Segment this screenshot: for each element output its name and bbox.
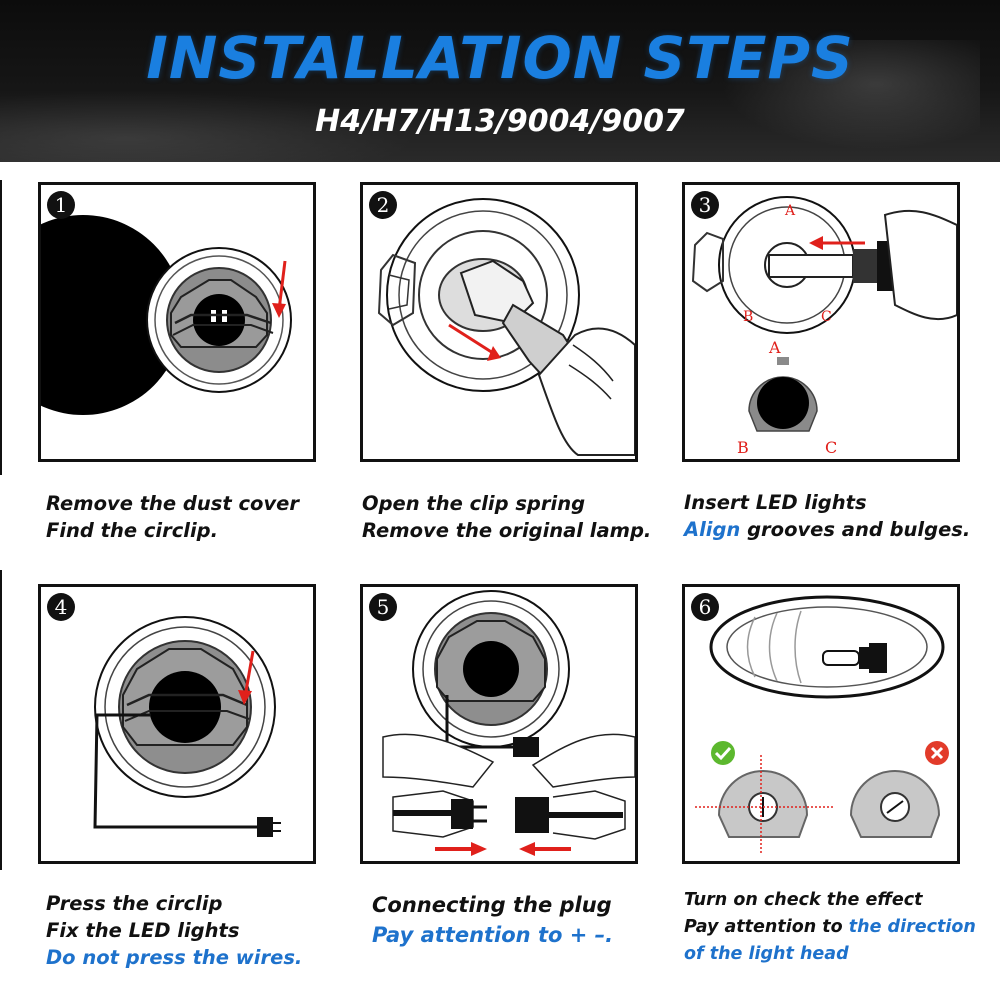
step-number-badge: 5 bbox=[369, 593, 397, 621]
step-number-badge: 6 bbox=[691, 593, 719, 621]
step-3-panel: 3 A B C A B C bbox=[682, 182, 960, 462]
caption-highlight: Do not press the wires. bbox=[46, 946, 303, 969]
label-b: B bbox=[743, 309, 753, 325]
label-b: B bbox=[737, 438, 749, 457]
step-number-badge: 1 bbox=[47, 191, 75, 219]
step-2-caption: Open the clip spring Remove the original… bbox=[362, 490, 651, 544]
step-3-caption: Insert LED lights Align grooves and bulg… bbox=[684, 489, 970, 543]
step-number-badge: 4 bbox=[47, 593, 75, 621]
caption-line: Align grooves and bulges. bbox=[684, 516, 970, 543]
caption-line: Remove the original lamp. bbox=[362, 519, 652, 542]
step-4-caption: Press the circlip Fix the LED lights Do … bbox=[46, 890, 302, 971]
step-6-caption: Turn on check the effect Pay attention t… bbox=[684, 887, 976, 968]
light-streak bbox=[0, 90, 420, 162]
caption-highlight: the direction bbox=[848, 917, 976, 937]
step-4-panel: 4 bbox=[38, 584, 316, 864]
check-icon bbox=[711, 741, 735, 765]
caption-line: Press the circlip bbox=[46, 892, 223, 915]
page-title: INSTALLATION STEPS bbox=[146, 24, 854, 92]
step-4-illustration bbox=[93, 616, 281, 837]
header-banner: INSTALLATION STEPS H4/H7/H13/9004/9007 bbox=[0, 0, 1000, 162]
step-5-panel: 5 bbox=[360, 584, 638, 864]
step-5-illustration bbox=[382, 590, 635, 856]
caption-text: Pay attention to bbox=[684, 917, 849, 937]
caption-line: Find the circlip. bbox=[46, 519, 219, 542]
caption-line: Pay attention to the direction bbox=[684, 914, 976, 941]
caption-highlight: of the light head bbox=[684, 944, 849, 964]
caption-highlight: Align bbox=[684, 518, 741, 541]
step-5-caption: Connecting the plug Pay attention to + –… bbox=[372, 890, 613, 950]
page-subtitle: H4/H7/H13/9004/9007 bbox=[315, 104, 685, 139]
step-number-badge: 3 bbox=[691, 191, 719, 219]
caption-line: Insert LED lights bbox=[684, 491, 867, 514]
label-a: A bbox=[768, 338, 781, 357]
cross-icon bbox=[925, 741, 949, 765]
caption-text: grooves and bulges. bbox=[740, 518, 971, 541]
step-1-illustration bbox=[41, 215, 292, 415]
step-1-caption: Remove the dust cover Find the circlip. bbox=[46, 490, 299, 544]
step-2-illustration bbox=[377, 198, 635, 456]
label-c: C bbox=[821, 309, 832, 325]
step-1-panel: 1 bbox=[38, 182, 316, 462]
caption-line: Open the clip spring bbox=[362, 492, 586, 515]
step-6-panel: 6 bbox=[682, 584, 960, 864]
step-2-panel: 2 bbox=[360, 182, 638, 462]
caption-line: Turn on check the effect bbox=[684, 890, 923, 910]
step-3-illustration: A B C A B C bbox=[691, 196, 957, 457]
step-number-badge: 2 bbox=[369, 191, 397, 219]
light-streak bbox=[720, 40, 980, 150]
caption-line: Remove the dust cover bbox=[46, 492, 299, 515]
left-divider bbox=[0, 570, 2, 870]
caption-line: Fix the LED lights bbox=[46, 919, 240, 942]
caption-line: Connecting the plug bbox=[372, 893, 612, 917]
caption-highlight: Pay attention to + –. bbox=[372, 923, 614, 947]
label-a: A bbox=[784, 203, 796, 219]
step-6-illustration bbox=[695, 595, 949, 855]
left-divider bbox=[0, 180, 2, 475]
label-c: C bbox=[825, 438, 837, 457]
